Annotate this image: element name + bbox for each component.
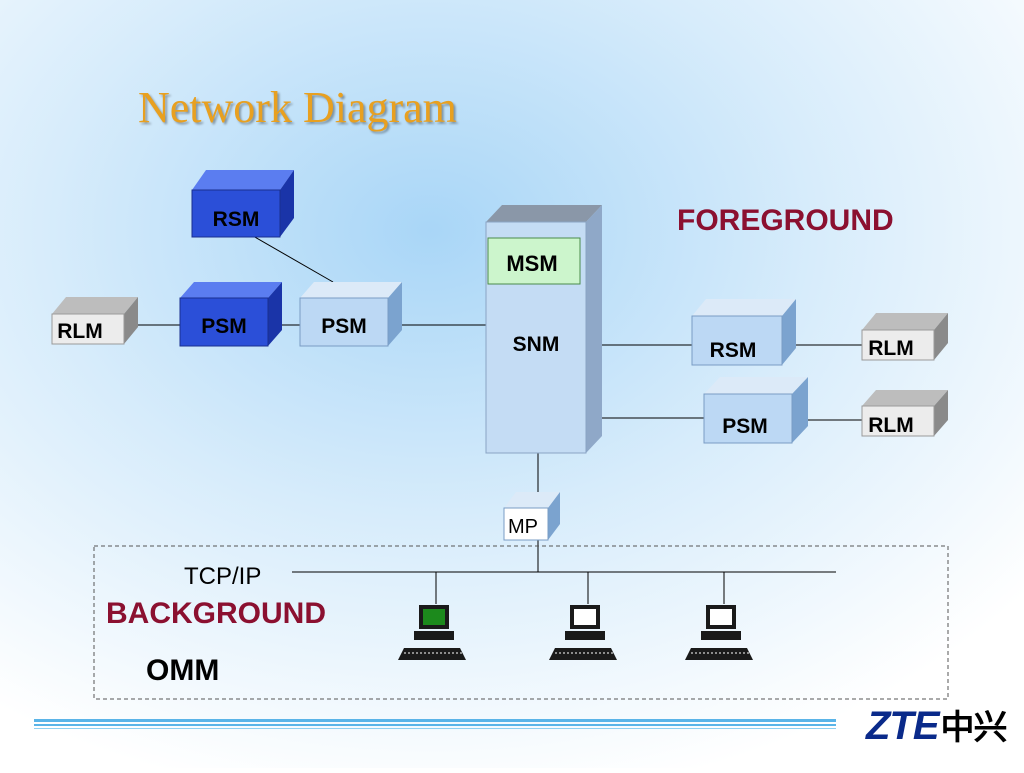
psm-left-light-label: PSM: [321, 315, 367, 338]
page-title: Network Diagram: [138, 83, 457, 132]
omm-label: OMM: [146, 654, 220, 687]
rlm-right-top-module: RLM: [861, 313, 948, 361]
background-label: BACKGROUND: [106, 597, 326, 630]
footer-rule: [34, 719, 836, 729]
zte-logo: ZTE中兴: [866, 700, 1008, 749]
psm-right-label: PSM: [722, 415, 768, 438]
psm-left-dark-module: PSM: [179, 282, 282, 347]
zte-logo-chinese: 中兴: [940, 709, 1008, 747]
mp-module: MP: [503, 492, 560, 541]
workstation-3: [685, 605, 753, 660]
rsm-top-label: RSM: [213, 208, 260, 231]
zte-logo-latin: ZTE: [866, 704, 940, 748]
link-rsm-psm: [252, 235, 334, 283]
rlm-right-top-label: RLM: [868, 337, 914, 360]
msm-label: MSM: [506, 251, 557, 276]
rlm-left-label: RLM: [57, 320, 103, 343]
rsm-right-module: RSM: [691, 299, 796, 366]
rlm-right-bottom-module: RLM: [861, 390, 948, 437]
rsm-top-module: RSM: [191, 170, 294, 238]
rlm-left-module: RLM: [51, 297, 138, 345]
rlm-right-bottom-label: RLM: [868, 414, 914, 437]
background-region: [93, 545, 949, 700]
psm-left-dark-label: PSM: [201, 315, 247, 338]
mp-label: MP: [508, 516, 538, 538]
workstation-2: [549, 605, 617, 660]
foreground-label: FOREGROUND: [677, 204, 894, 237]
msm-module: MSM: [487, 237, 581, 285]
rsm-right-label: RSM: [710, 339, 757, 362]
snm-label: SNM: [513, 333, 560, 356]
psm-left-light-module: PSM: [299, 282, 402, 347]
psm-right-module: PSM: [703, 377, 808, 444]
tcpip-label: TCP/IP: [184, 563, 262, 590]
workstation-1: [398, 605, 466, 660]
